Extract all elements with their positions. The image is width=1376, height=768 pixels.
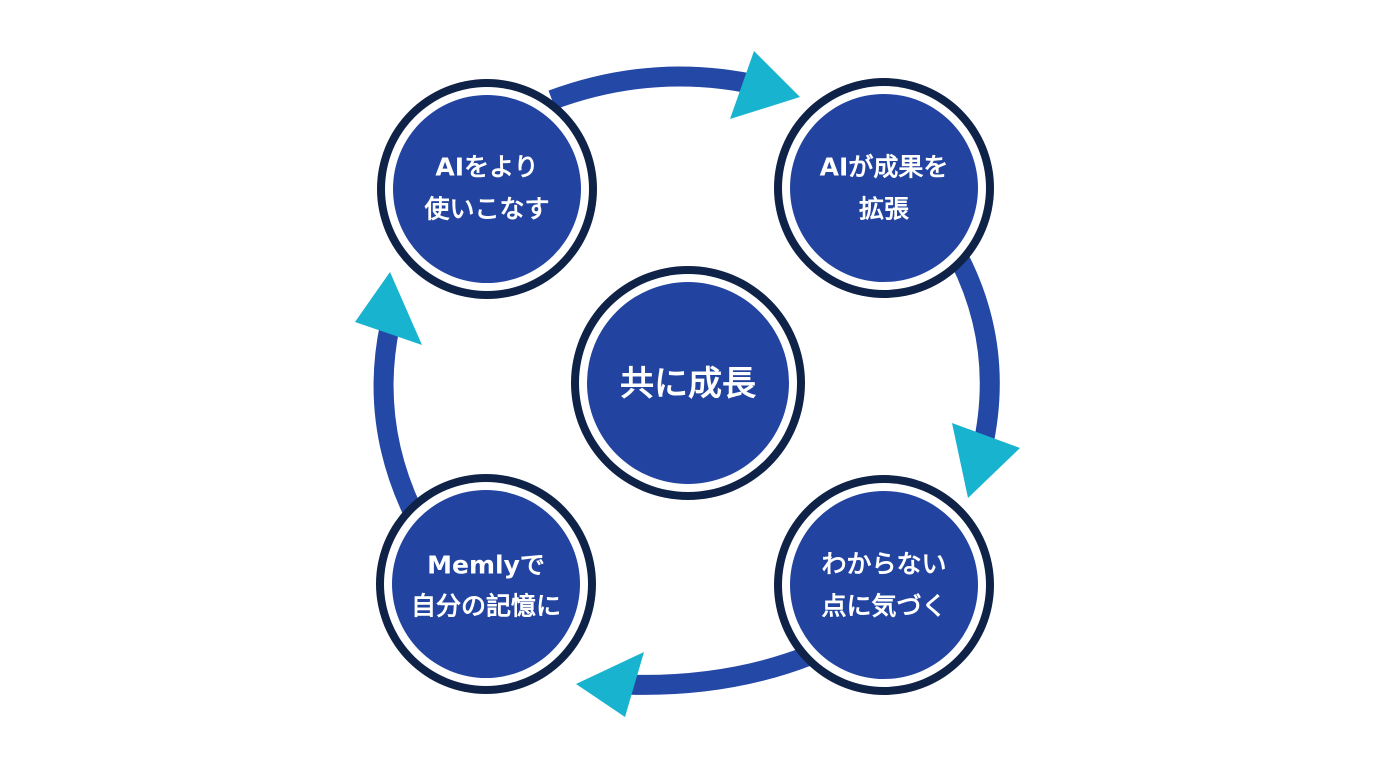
node-top-left: AIをより 使いこなす	[377, 79, 597, 299]
node-top-right-line-2: 拡張	[859, 195, 910, 224]
center-node: 共に成長	[571, 266, 805, 500]
center-label: 共に成長	[620, 364, 757, 404]
cycle-arcs	[373, 66, 1000, 695]
node-bottom-right: わからない 点に気づく	[774, 475, 994, 695]
arrow-head-bottom-icon	[576, 652, 644, 717]
node-bottom-left-line-1: Memlyで	[427, 551, 545, 580]
node-bottom-right-line-2: 点に気づく	[821, 592, 946, 621]
arrow-head-top-icon	[730, 51, 800, 119]
node-top-left-line-1: AIをより	[435, 153, 538, 182]
node-bottom-left-line-2: 自分の記憶に	[411, 592, 561, 621]
cycle-arrows	[355, 51, 1020, 717]
node-top-right-line-1: AIが成果を	[820, 153, 949, 182]
arc-bottom	[611, 646, 812, 695]
arc-top	[548, 66, 773, 110]
arc-right	[951, 255, 1000, 453]
node-top-right: AIが成果を 拡張	[774, 78, 994, 298]
node-bottom-left: Memlyで 自分の記憶に	[376, 474, 596, 694]
arrow-head-right-icon	[952, 423, 1020, 498]
arc-left	[373, 322, 422, 515]
arrow-head-left-icon	[355, 272, 422, 345]
node-bottom-right-line-1: わからない	[821, 550, 946, 579]
node-top-left-line-2: 使いこなす	[423, 195, 549, 224]
